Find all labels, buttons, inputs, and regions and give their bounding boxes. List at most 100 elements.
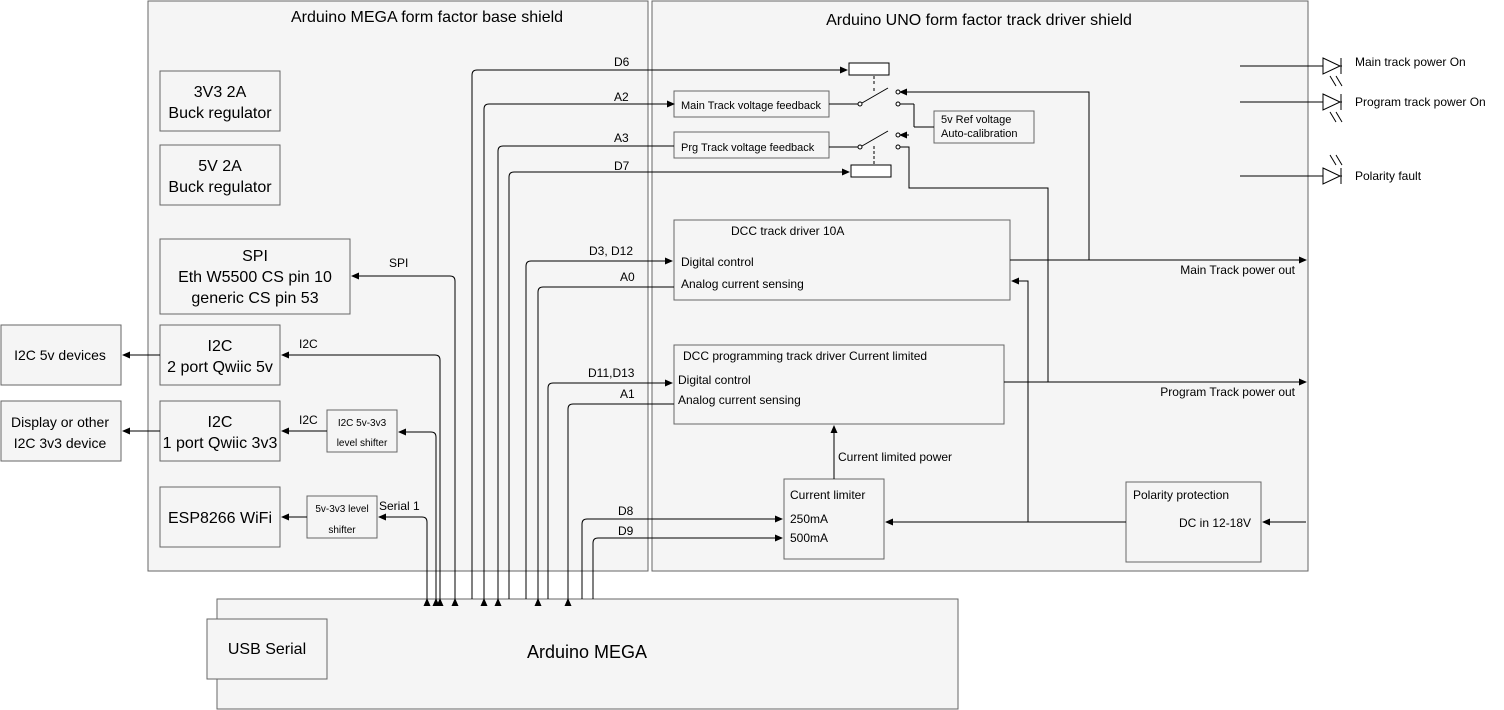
main-voltage-feedback: Main Track voltage feedback [673,90,830,118]
wire-i2c-5v [281,351,444,606]
label-serial1: Serial 1 [379,499,420,513]
wire-d8 [581,515,783,599]
i2c-qwiic-3v3-block: I2C 1 port Qwiic 3v3 [159,400,281,462]
wire-d6 [471,66,848,599]
wire-a0 [534,286,674,606]
wire-polarity-to-main [1011,277,1029,522]
label-a2: A2 [614,90,629,104]
svg-text:DCC programming track driver C: DCC programming track driver Current lim… [683,349,927,363]
svg-text:Analog current sensing: Analog current sensing [681,277,804,291]
mega-shield-title: Arduino MEGA form factor base shield [291,9,563,26]
svg-text:500mA: 500mA [790,531,828,545]
svg-text:I2C: I2C [208,338,233,355]
label-d8: D8 [618,504,634,518]
led-main-power-icon [1240,57,1343,87]
svg-text:Analog current sensing: Analog current sensing [678,393,801,407]
svg-text:I2C 5v devices: I2C 5v devices [14,347,106,363]
external-i2c-5v-devices: I2C 5v devices [0,324,122,386]
svg-text:3V3 2A: 3V3 2A [194,84,247,101]
svg-text:Buck regulator: Buck regulator [168,105,272,122]
svg-text:Main Track voltage feedback: Main Track voltage feedback [681,100,822,112]
svg-text:Auto-calibration: Auto-calibration [941,128,1017,140]
label-d6: D6 [614,55,630,69]
wire-a3 [494,145,674,606]
svg-text:level shifter: level shifter [337,438,388,449]
label-d3-d12: D3, D12 [589,244,633,258]
serial-level-shifter: 5v-3v3 level shifter [306,495,378,539]
label-a1: A1 [620,387,635,401]
svg-text:2 port Qwiic 5v: 2 port Qwiic 5v [167,359,273,376]
led-fault-label: Polarity fault [1355,169,1422,183]
dcc-prog-driver: DCC programming track driver Current lim… [673,344,1005,425]
dcc-main-driver: DCC track driver 10A Digital control Ana… [673,219,1011,301]
label-prog-power-out: Program Track power out [1160,385,1295,399]
svg-text:Buck regulator: Buck regulator [168,179,272,196]
svg-text:I2C 3v3 device: I2C 3v3 device [14,435,107,451]
label-current-limited-power: Current limited power [838,450,952,464]
led-prog-label: Program track power On [1355,95,1486,109]
label-d9: D9 [618,524,634,538]
svg-text:USB Serial: USB Serial [228,641,306,658]
arduino-mega-board: Arduino MEGA [216,598,959,710]
relay-coil-top [848,62,890,76]
wire-spi [351,272,459,606]
svg-text:5V 2A: 5V 2A [198,158,242,175]
svg-text:Prg Track voltage feedback: Prg Track voltage feedback [681,142,815,154]
label-a3: A3 [614,131,629,145]
uno-shield-title: Arduino UNO form factor track driver shi… [826,12,1132,29]
led-polarity-fault-icon [1240,154,1343,185]
label-spi: SPI [389,256,408,270]
svg-text:DC in 12-18V: DC in 12-18V [1179,516,1251,530]
svg-text:ESP8266 WiFi: ESP8266 WiFi [168,510,272,527]
i2c-level-shifter: I2C 5v-3v3 level shifter [326,409,398,453]
wire-prog-feedback-tap [900,146,1049,382]
wire-ref-to-relay [900,103,934,128]
label-d11-d13: D11,D13 [588,366,635,380]
spi-block: SPI Eth W5500 CS pin 10 generic CS pin 5… [159,238,351,315]
label-i2c-5v: I2C [299,337,318,351]
svg-text:5v-3v3 level: 5v-3v3 level [315,504,368,515]
wire-d7 [508,168,850,599]
wire-serial1 [378,513,431,606]
ref-voltage-block: 5v Ref voltage Auto-calibration [933,110,1035,144]
wire-d11-d13 [547,379,673,599]
polarity-protection: Polarity protection DC in 12-18V [1125,481,1262,563]
label-i2c-3v3: I2C [299,413,318,427]
led-prog-power-icon [1240,93,1343,123]
svg-text:Display or other: Display or other [11,414,109,430]
buck-regulator-5v: 5V 2A Buck regulator [159,144,281,206]
svg-text:Polarity protection: Polarity protection [1133,488,1229,502]
relay-switch-prg [829,130,901,164]
relay-coil-bottom [850,164,892,178]
svg-text:Arduino MEGA: Arduino MEGA [527,642,647,662]
svg-text:Current limiter: Current limiter [790,488,865,502]
svg-text:5v Ref voltage: 5v Ref voltage [941,114,1011,126]
wire-main-feedback-tap [899,88,1090,260]
wire-a2 [480,100,675,606]
wire-i2c-3v3 [398,428,440,606]
svg-text:Digital control: Digital control [681,255,754,269]
label-main-power-out: Main Track power out [1180,263,1295,277]
svg-text:250mA: 250mA [790,512,828,526]
svg-text:shifter: shifter [328,525,356,536]
label-d7: D7 [614,159,630,173]
i2c-qwiic-5v-block: I2C 2 port Qwiic 5v [159,324,281,386]
svg-text:I2C: I2C [208,414,233,431]
svg-text:SPI: SPI [242,248,268,265]
wire-d9 [592,534,783,599]
prg-voltage-feedback: Prg Track voltage feedback [673,131,830,159]
led-main-label: Main track power On [1355,55,1466,69]
svg-text:Digital control: Digital control [678,373,751,387]
usb-serial-block: USB Serial [206,618,328,680]
wire-a1 [564,403,674,606]
svg-text:Eth W5500 CS pin 10: Eth W5500 CS pin 10 [178,269,332,286]
external-display-device: Display or other I2C 3v3 device [0,400,122,462]
label-a0: A0 [620,270,635,284]
current-limiter: Current limiter 250mA 500mA [783,478,885,560]
svg-text:I2C 5v-3v3: I2C 5v-3v3 [338,418,387,429]
svg-text:generic CS pin 53: generic CS pin 53 [191,290,318,307]
wire-d3-d12 [525,257,673,599]
svg-text:DCC track driver 10A: DCC track driver 10A [731,224,844,238]
buck-regulator-3v3: 3V3 2A Buck regulator [159,70,281,132]
